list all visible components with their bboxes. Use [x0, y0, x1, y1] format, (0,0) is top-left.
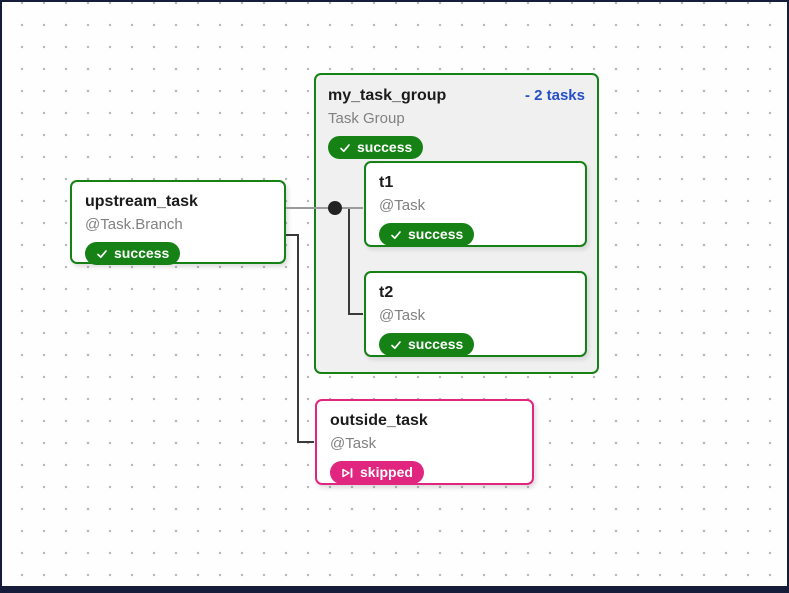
- task-group-header: my_task_group - 2 tasks: [328, 85, 585, 107]
- task-group-status-badge: success: [328, 136, 424, 159]
- status-badge-label: skipped: [360, 464, 413, 480]
- task-title: outside_task: [330, 412, 428, 429]
- task-subtitle: @Task: [379, 307, 426, 324]
- edge-upstream-to-outside-task: [286, 234, 314, 443]
- task-title: t2: [379, 284, 394, 301]
- status-badge-label: success: [114, 245, 170, 261]
- task-group-my-task-group[interactable]: my_task_group - 2 tasks Task Group succe…: [314, 73, 599, 374]
- check-icon: [391, 230, 401, 239]
- task-group-collapse-toggle[interactable]: - 2 tasks: [524, 87, 585, 104]
- task-node-upstream-task[interactable]: upstream_task @Task.Branch success: [70, 180, 286, 265]
- task-group-title: my_task_group: [328, 87, 447, 104]
- status-badge: skipped: [330, 461, 424, 484]
- task-subtitle: @Task.Branch: [85, 216, 183, 233]
- task-group-subtitle: Task Group: [328, 110, 405, 127]
- status-badge-label: success: [357, 139, 413, 155]
- task-subtitle: @Task: [330, 435, 377, 452]
- check-icon: [340, 143, 350, 152]
- status-badge: success: [379, 223, 475, 246]
- status-badge: success: [379, 333, 475, 356]
- status-badge-label: success: [408, 226, 464, 242]
- task-title: upstream_task: [85, 193, 198, 210]
- skip-icon: [342, 467, 353, 478]
- task-node-t1[interactable]: t1 @Task success: [364, 161, 587, 247]
- status-badge: success: [85, 242, 181, 265]
- task-title: t1: [379, 174, 394, 191]
- check-icon: [391, 340, 401, 349]
- check-icon: [97, 249, 107, 258]
- task-node-t2[interactable]: t2 @Task success: [364, 271, 587, 357]
- status-badge-label: success: [408, 336, 464, 352]
- task-node-outside-task[interactable]: outside_task @Task skipped: [315, 399, 534, 485]
- task-subtitle: @Task: [379, 197, 426, 214]
